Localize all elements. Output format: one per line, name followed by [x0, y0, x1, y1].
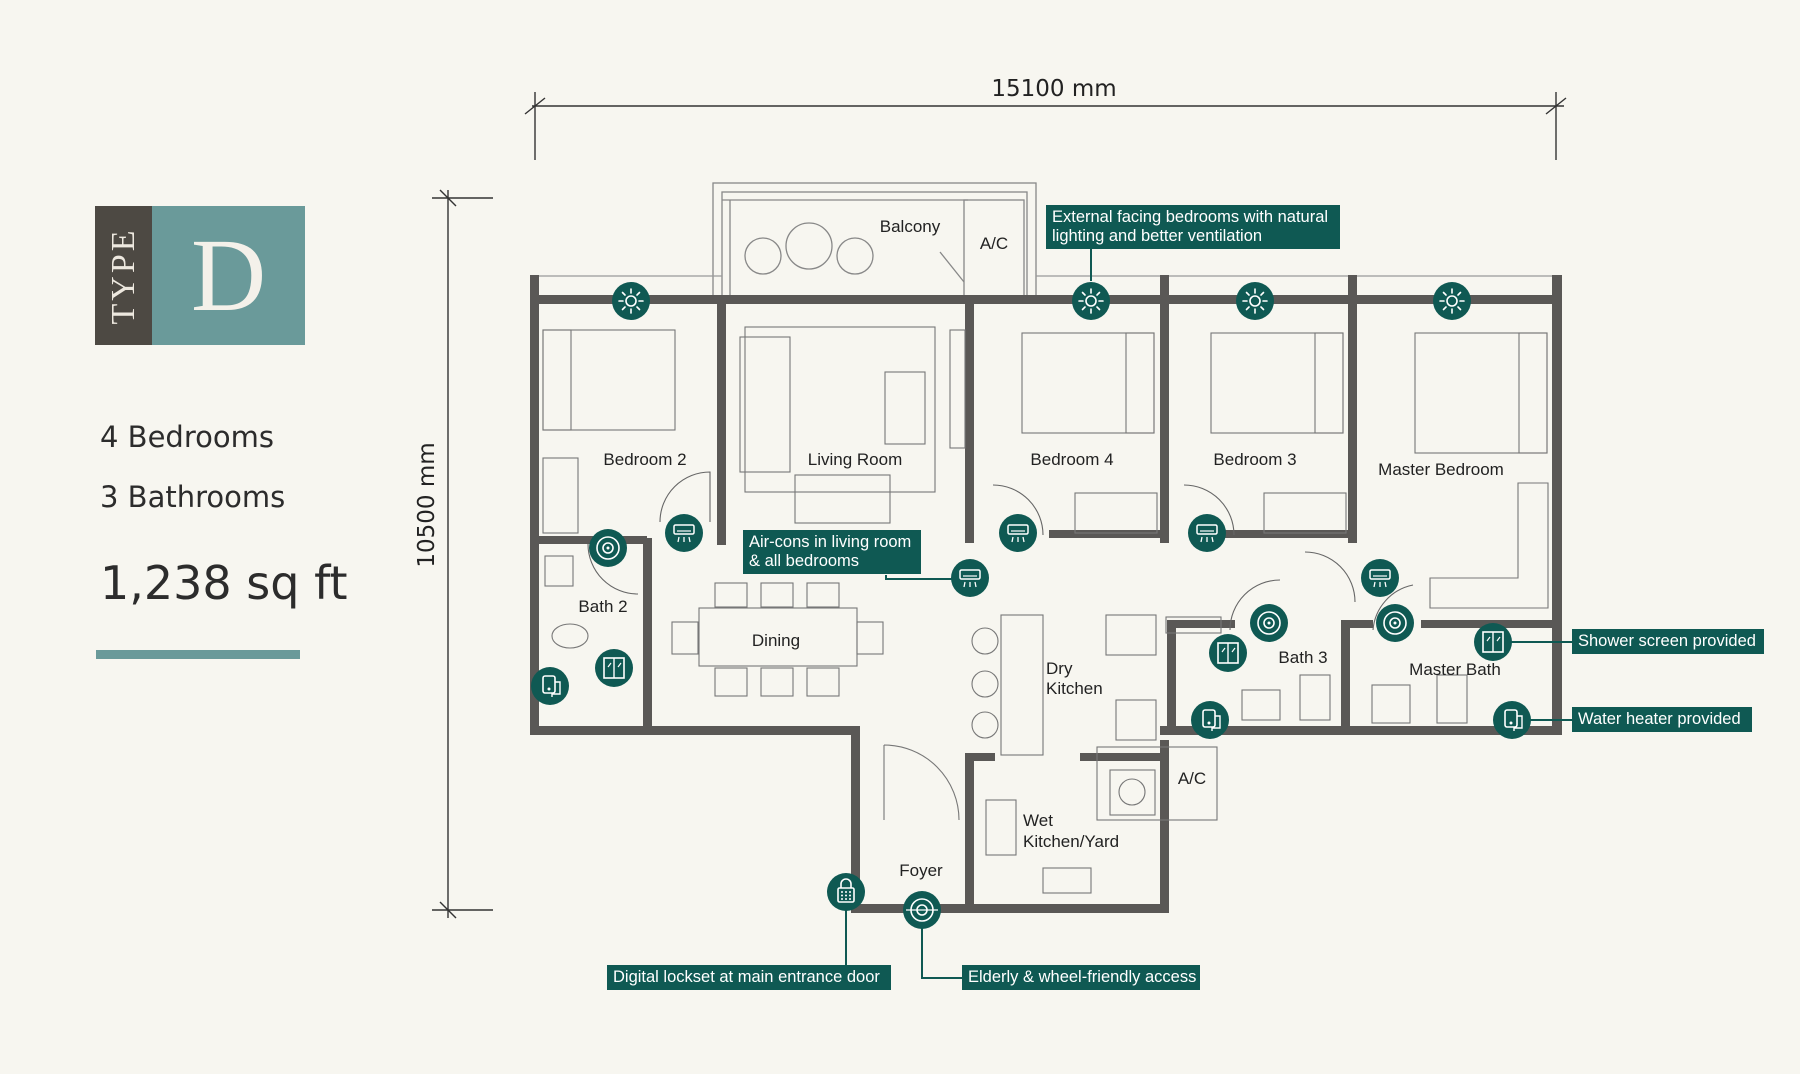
- air-conditioner-icon: [998, 513, 1038, 553]
- ac-ledge-bottom-label: A/C: [1178, 769, 1206, 788]
- water-heater-icon: [530, 666, 570, 706]
- window-sun-icon: [1235, 281, 1275, 321]
- exhaust-fan-icon: [1249, 603, 1289, 643]
- width-dimension-label: 15100 mm: [991, 76, 1116, 102]
- shower-screen-icon: [594, 648, 634, 688]
- balcony-label: Balcony: [880, 217, 941, 236]
- master-bedroom-label: Master Bedroom: [1378, 460, 1504, 479]
- wet-kitchen-label-1: Wet: [1023, 811, 1053, 830]
- air-conditioner-icon: [1187, 513, 1227, 553]
- callout-aircons: Air-cons in living room & all bedrooms: [743, 530, 921, 574]
- callout-external-bedrooms-line1: External facing bedrooms with natural: [1052, 208, 1329, 226]
- callout-water-heater: Water heater provided: [1572, 707, 1752, 732]
- height-dimension-label: 10500 mm: [414, 442, 440, 567]
- furniture: [542, 326, 1549, 894]
- bedroom2-label: Bedroom 2: [603, 450, 686, 469]
- dining-label: Dining: [752, 631, 800, 650]
- window-sun-icon: [1071, 281, 1111, 321]
- water-heater-icon: [1190, 700, 1230, 740]
- air-conditioner-icon: [1360, 558, 1400, 598]
- water-heater-icon: [1492, 700, 1532, 740]
- floor-area: 1,238 sq ft: [100, 556, 348, 610]
- wet-kitchen-label-2: Kitchen/Yard: [1023, 832, 1119, 851]
- exhaust-fan-icon: [1375, 603, 1415, 643]
- bedroom-count: 4 Bedrooms: [100, 420, 274, 454]
- shower-screen-icon: [1473, 622, 1513, 662]
- callout-external-bedrooms-line2: lighting and better ventilation: [1052, 227, 1263, 245]
- bedroom3-label: Bedroom 3: [1213, 450, 1296, 469]
- walls: [530, 275, 1562, 913]
- type-letter: D: [152, 206, 305, 345]
- living-room-label: Living Room: [808, 450, 903, 469]
- bath2-label: Bath 2: [578, 597, 627, 616]
- digital-lock-icon: [826, 872, 866, 912]
- doors: [587, 471, 1414, 631]
- callout-shower-screen: Shower screen provided: [1572, 629, 1764, 654]
- exhaust-fan-icon: [588, 528, 628, 568]
- callout-external-bedrooms: External facing bedrooms with natural li…: [1046, 205, 1340, 249]
- callout-aircons-line1: Air-cons in living room: [749, 533, 912, 551]
- wheelchair-access-icon: [902, 890, 942, 930]
- callout-aircons-line2: & all bedrooms: [749, 552, 860, 570]
- callout-elderly-access: Elderly & wheel-friendly access: [962, 965, 1200, 990]
- callout-leaders: [845, 248, 1572, 979]
- accent-divider: [96, 650, 300, 659]
- bathroom-count: 3 Bathrooms: [100, 480, 286, 514]
- bath3-label: Bath 3: [1278, 648, 1327, 667]
- window-sun-icon: [611, 281, 651, 321]
- air-conditioner-icon: [664, 513, 704, 553]
- shower-screen-icon: [1208, 633, 1248, 673]
- callout-digital-lockset: Digital lockset at main entrance door: [607, 965, 891, 990]
- master-bath-label: Master Bath: [1409, 660, 1501, 679]
- dry-kitchen-label-2: Kitchen: [1046, 679, 1103, 698]
- air-conditioner-icon: [950, 558, 990, 598]
- foyer-label: Foyer: [899, 861, 943, 880]
- width-dimension: [524, 92, 1567, 160]
- window-sun-icon: [1432, 281, 1472, 321]
- bedroom4-label: Bedroom 4: [1030, 450, 1113, 469]
- type-badge: TYPE: [95, 206, 152, 345]
- dry-kitchen-label-1: Dry: [1046, 659, 1073, 678]
- height-dimension: [432, 189, 493, 919]
- ac-ledge-top-label: A/C: [980, 234, 1008, 253]
